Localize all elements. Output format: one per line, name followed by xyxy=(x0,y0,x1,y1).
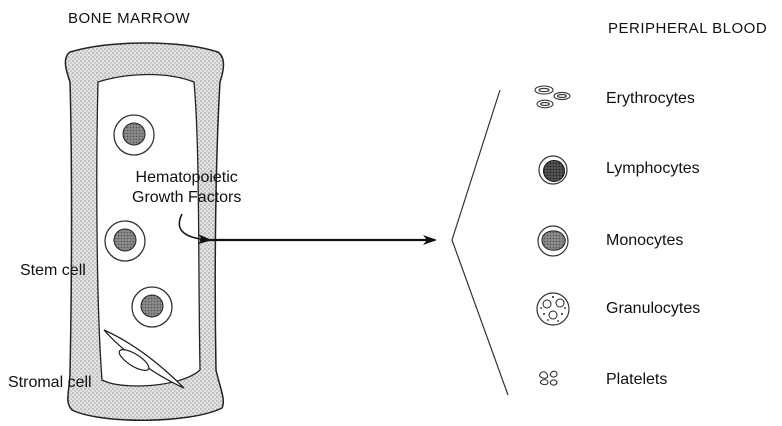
monocytes-label: Monocytes xyxy=(606,232,683,250)
growth-factors-label: Hematopoietic Growth Factors xyxy=(132,168,241,208)
stromal-cell-label: Stromal cell xyxy=(8,374,92,392)
granulocyte-icon xyxy=(537,293,569,325)
growth-factors-line1: Hematopoietic xyxy=(132,168,241,188)
platelets-label: Platelets xyxy=(606,371,667,389)
stem-cell-shape xyxy=(105,221,145,261)
stem-cell-label: Stem cell xyxy=(20,262,86,280)
erythrocytes-label: Erythrocytes xyxy=(606,90,695,108)
peripheral-blood-title: PERIPHERAL BLOOD xyxy=(608,20,767,37)
monocyte-icon xyxy=(538,226,568,256)
marrow-cell-top xyxy=(114,115,154,155)
platelets-icon xyxy=(540,371,557,385)
erythrocytes-icon xyxy=(535,86,570,108)
granulocytes-label: Granulocytes xyxy=(606,300,700,318)
marrow-cell-lower xyxy=(132,287,172,327)
lymphocytes-label: Lymphocytes xyxy=(606,160,700,178)
bone-marrow-title: BONE MARROW xyxy=(68,10,190,27)
growth-factors-line2: Growth Factors xyxy=(132,188,241,208)
blood-bracket xyxy=(452,90,508,395)
lymphocyte-icon xyxy=(539,156,567,184)
